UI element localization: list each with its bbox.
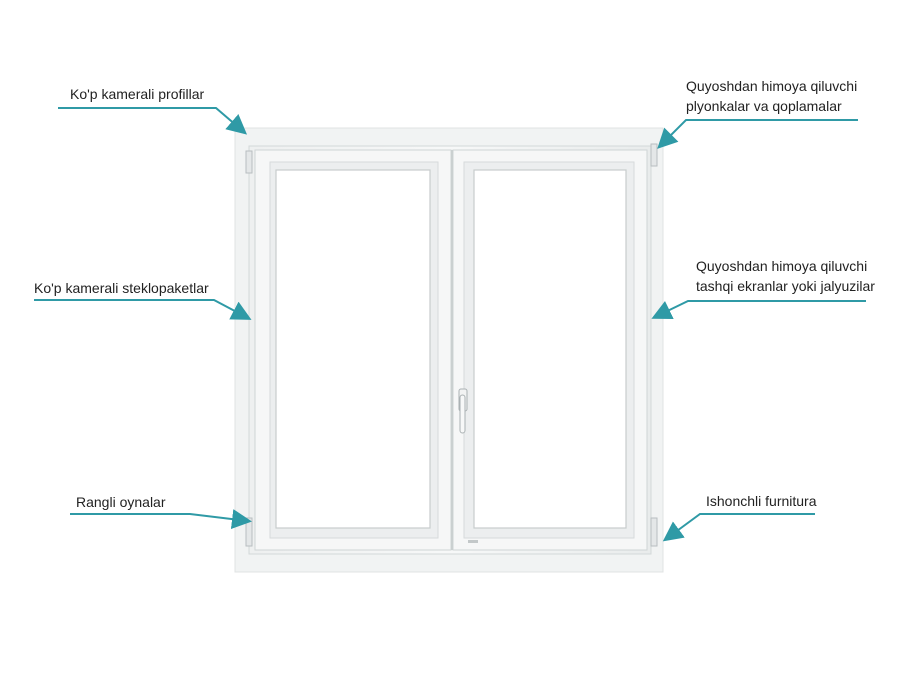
label-line-2: plyonkalar va qoplamalar xyxy=(686,98,842,114)
label-multi-chamber-glazing: Ko'p kamerali steklopaketlar xyxy=(34,278,209,298)
label-sun-protection-screens: Quyoshdan himoya qiluvchi tashqi ekranla… xyxy=(696,256,875,296)
lock-keeper xyxy=(468,540,478,543)
label-line-1: Quyoshdan himoya qiluvchi xyxy=(686,78,858,94)
arrow-pointer-icon xyxy=(58,107,248,135)
label-text: Ko'p kamerali profillar xyxy=(70,86,205,102)
arrow-pointer-icon xyxy=(662,513,815,542)
label-text: Ko'p kamerali steklopaketlar xyxy=(34,280,209,296)
hinge-icon xyxy=(245,517,253,547)
arrow-pointer-icon xyxy=(34,299,252,320)
hinge-icon xyxy=(650,143,658,167)
label-multi-chamber-profiles: Ko'p kamerali profillar xyxy=(70,84,204,104)
hinge-icon xyxy=(650,517,658,547)
label-reliable-hardware: Ishonchli furnitura xyxy=(706,491,817,511)
hinge-icon xyxy=(245,150,253,174)
window-handle-icon xyxy=(458,388,468,434)
arrow-pointer-icon xyxy=(651,300,866,320)
label-line-2: tashqi ekranlar yoki jalyuzilar xyxy=(696,278,875,294)
label-sun-protection-films: Quyoshdan himoya qiluvchi plyonkalar va … xyxy=(686,76,857,116)
arrow-pointer-icon xyxy=(70,509,252,530)
left-glass-pane xyxy=(275,169,431,529)
right-glass-pane xyxy=(473,169,627,529)
label-tinted-windows: Rangli oynalar xyxy=(76,492,166,512)
label-line-1: Quyoshdan himoya qiluvchi xyxy=(696,258,868,274)
label-text: Ishonchli furnitura xyxy=(706,493,817,509)
arrow-pointer-icon xyxy=(657,119,858,149)
label-text: Rangli oynalar xyxy=(76,494,166,510)
